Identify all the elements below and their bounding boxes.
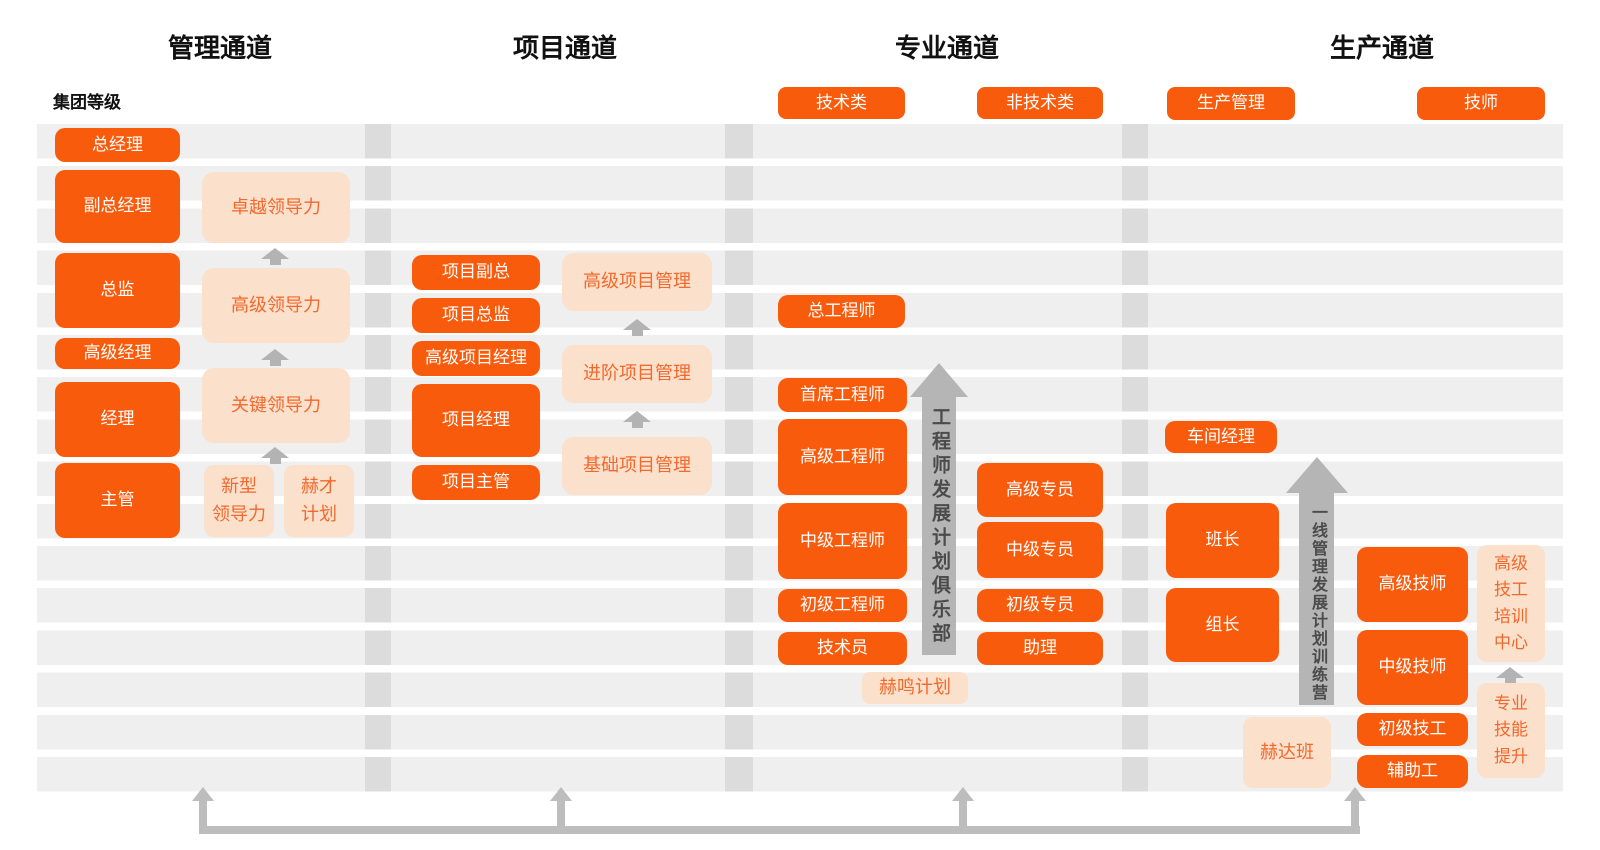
box-manager: 经理 (55, 382, 180, 457)
channel-title-production: 生产通道 (1329, 33, 1434, 63)
group-level-label: 集团等级 (53, 93, 121, 112)
program-new-leadership: 新型 领导力 (204, 465, 274, 537)
box-assistant: 助理 (977, 632, 1103, 665)
up-arrow-icon (261, 447, 289, 464)
box-workshop-manager: 车间经理 (1165, 421, 1277, 453)
channel-divider (725, 124, 753, 792)
program-advanced-pm: 高级项目管理 (562, 253, 712, 311)
bottom-connector-line (199, 826, 1360, 834)
connector-up-arrow-icon (550, 787, 572, 826)
up-arrow-icon (1496, 667, 1524, 684)
program-intermediate-pm: 进阶项目管理 (562, 345, 712, 403)
box-general-manager: 总经理 (55, 128, 180, 162)
button-technical-track: 技术类 (778, 87, 905, 119)
box-group-leader: 组长 (1166, 588, 1279, 662)
box-senior-manager: 高级经理 (55, 338, 180, 369)
channel-title-management: 管理通道 (167, 33, 272, 63)
program-excellent-leadership: 卓越领导力 (202, 172, 350, 243)
button-non-technical-track: 非技术类 (977, 87, 1103, 119)
box-senior-project-manager: 高级项目经理 (412, 341, 540, 376)
up-arrow-icon (623, 411, 651, 428)
box-director: 总监 (55, 253, 180, 328)
channel-title-professional: 专业通道 (894, 33, 999, 63)
box-team-leader: 班长 (1166, 503, 1279, 578)
connector-up-arrow-icon (192, 787, 214, 826)
box-intermediate-engineer: 中级工程师 (778, 503, 907, 579)
frontline-camp-arrow-label: 一线管理发展计划训练营 (1309, 503, 1326, 702)
box-project-manager: 项目经理 (412, 384, 540, 457)
box-junior-engineer: 初级工程师 (778, 589, 907, 622)
channel-title-project: 项目通道 (512, 33, 617, 63)
box-chief-engineer: 总工程师 (778, 295, 905, 328)
box-senior-engineer: 高级工程师 (778, 419, 907, 495)
engineer-club-arrow-icon (910, 363, 968, 655)
frontline-camp-arrow-icon (1285, 457, 1348, 705)
box-junior-worker: 初级技工 (1357, 713, 1468, 746)
box-project-vp: 项目副总 (412, 255, 540, 290)
box-intermediate-specialist: 中级专员 (977, 522, 1103, 578)
box-senior-specialist: 高级专员 (977, 463, 1103, 517)
program-training-center: 高级 技工 培训 中心 (1477, 545, 1545, 662)
channel-divider (365, 124, 391, 792)
up-arrow-icon (261, 248, 289, 265)
engineer-club-arrow-label: 工程师发展计划俱乐部 (929, 407, 950, 647)
box-project-supervisor: 项目主管 (412, 465, 540, 500)
button-technician-track: 技师 (1417, 87, 1545, 120)
box-principal-engineer: 首席工程师 (778, 378, 907, 412)
button-production-management-track: 生产管理 (1167, 87, 1295, 120)
program-skill-upgrade: 专业 技能 提升 (1477, 683, 1545, 778)
channel-divider (1122, 124, 1148, 792)
program-basic-pm: 基础项目管理 (562, 437, 712, 495)
box-intermediate-technician: 中级技师 (1357, 630, 1468, 705)
box-junior-specialist: 初级专员 (977, 589, 1103, 622)
connector-up-arrow-icon (952, 787, 974, 826)
box-auxiliary-worker: 辅助工 (1357, 755, 1468, 788)
program-senior-leadership: 高级领导力 (202, 268, 350, 343)
box-project-director: 项目总监 (412, 298, 540, 333)
program-heming-plan: 赫鸣计划 (862, 672, 968, 704)
program-key-leadership: 关键领导力 (202, 368, 350, 443)
program-hecai-plan: 赫才 计划 (284, 465, 354, 537)
box-deputy-general-manager: 副总经理 (55, 170, 180, 243)
box-supervisor: 主管 (55, 463, 180, 538)
program-heda-class: 赫达班 (1243, 717, 1331, 788)
connector-up-arrow-icon (1344, 787, 1366, 826)
up-arrow-icon (261, 349, 289, 366)
up-arrow-icon (623, 319, 651, 336)
box-senior-technician: 高级技师 (1357, 547, 1468, 622)
box-technician: 技术员 (778, 632, 907, 665)
